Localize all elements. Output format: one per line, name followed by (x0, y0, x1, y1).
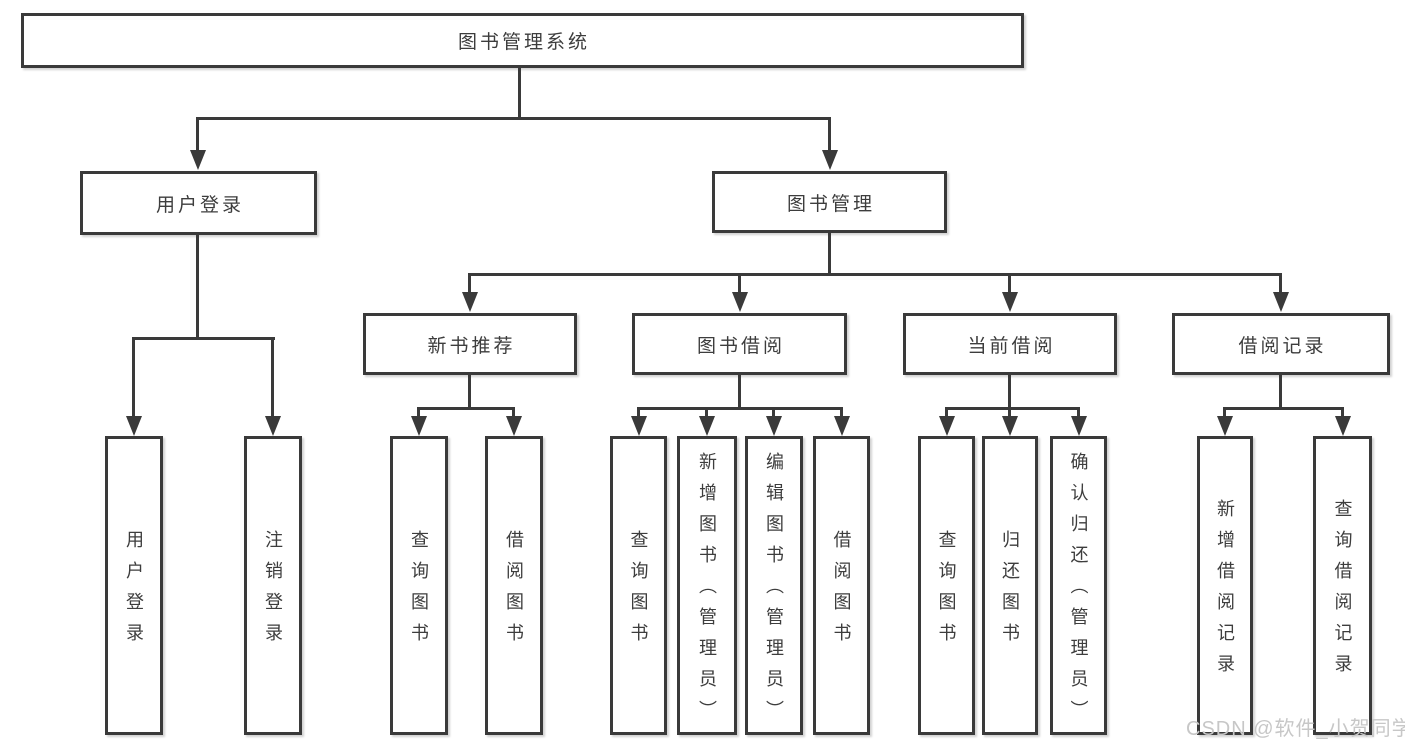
leaf-newbook-query-label: 查询图书 (409, 529, 429, 654)
leaf-borrow-book-label: 借阅图书 (831, 529, 852, 654)
node-book-management-label: 图书管理 (786, 193, 875, 215)
connector-record-stem (1279, 373, 1282, 410)
arrow-to-leaf-borrow-book (840, 407, 843, 416)
arrow-to-leaf-current-confirm (1077, 407, 1080, 416)
connector-bookborrow-crossbar (637, 407, 843, 410)
connector-mgmt-stem (828, 231, 831, 276)
leaf-record-query-label: 查询借阅记录 (1332, 498, 1353, 685)
leaf-record-query: 查询借阅记录 (1313, 436, 1372, 735)
leaf-user-login-label: 用户登录 (124, 529, 144, 654)
csdn-watermark: CSDN @软件_小贺同学 (1186, 718, 1405, 740)
leaf-current-query: 查询图书 (918, 436, 975, 735)
arrow-to-leaf-user-login (132, 337, 135, 416)
node-user-login: 用户登录 (80, 171, 317, 235)
connector-record-crossbar (1223, 407, 1344, 410)
leaf-record-add-label: 新增借阅记录 (1215, 498, 1235, 685)
arrow-to-current-borrow (1008, 273, 1011, 292)
leaf-current-return-label: 归还图书 (1000, 529, 1020, 654)
node-book-management: 图书管理 (712, 171, 947, 233)
leaf-borrow-query: 查询图书 (610, 436, 667, 735)
leaf-current-confirm-admin-label: 确认归还（管理员） (1068, 452, 1089, 731)
node-new-book-recommend-label: 新书推荐 (427, 335, 516, 357)
leaf-borrow-edit-admin-label: 编辑图书（管理员） (764, 452, 784, 731)
connector-root-stem (518, 66, 521, 120)
arrow-to-leaf-newbook-borrow (512, 407, 515, 416)
arrow-to-leaf-borrow-query (637, 407, 640, 416)
node-borrow-record: 借阅记录 (1172, 313, 1390, 375)
node-user-login-label: 用户登录 (155, 194, 244, 216)
leaf-borrow-edit-admin: 编辑图书（管理员） (745, 436, 803, 735)
node-book-borrow: 图书借阅 (632, 313, 847, 375)
leaf-record-add: 新增借阅记录 (1197, 436, 1253, 735)
connector-newbook-crossbar (417, 407, 515, 410)
arrow-to-leaf-borrow-add (705, 407, 708, 416)
leaf-newbook-borrow-label: 借阅图书 (504, 529, 524, 654)
node-borrow-record-label: 借阅记录 (1238, 335, 1327, 357)
arrow-to-new-book-recommend (468, 273, 471, 292)
arrow-to-leaf-borrow-edit (772, 407, 775, 416)
connector-login-crossbar (132, 337, 275, 340)
node-root-label: 图书管理系统 (457, 32, 590, 53)
arrow-to-borrow-record (1279, 273, 1282, 292)
leaf-logout: 注销登录 (244, 436, 302, 735)
leaf-newbook-borrow: 借阅图书 (485, 436, 543, 735)
leaf-logout-label: 注销登录 (263, 529, 283, 654)
connector-mgmt-crossbar (468, 273, 1282, 276)
node-root: 图书管理系统 (21, 13, 1024, 68)
connector-current-crossbar (945, 407, 1080, 410)
arrow-to-book-management (828, 117, 831, 150)
connector-login-stem (196, 233, 199, 340)
connector-bookborrow-stem (738, 373, 741, 410)
arrow-to-user-login (196, 117, 199, 150)
leaf-borrow-query-label: 查询图书 (628, 529, 649, 654)
arrow-to-leaf-current-query (945, 407, 948, 416)
connector-current-stem (1008, 373, 1011, 410)
leaf-current-confirm-admin: 确认归还（管理员） (1050, 436, 1107, 735)
node-book-borrow-label: 图书借阅 (696, 335, 785, 357)
arrow-to-leaf-newbook-query (417, 407, 420, 416)
leaf-borrow-add-admin: 新增图书（管理员） (677, 436, 737, 735)
leaf-current-query-label: 查询图书 (936, 529, 957, 654)
leaf-user-login: 用户登录 (105, 436, 163, 735)
arrow-to-leaf-record-add (1223, 407, 1226, 416)
leaf-borrow-book: 借阅图书 (813, 436, 870, 735)
arrow-to-leaf-logout (271, 337, 274, 416)
connector-newbook-stem (468, 373, 471, 410)
leaf-borrow-add-admin-label: 新增图书（管理员） (697, 452, 717, 731)
leaf-current-return: 归还图书 (982, 436, 1038, 735)
leaf-newbook-query: 查询图书 (390, 436, 448, 735)
node-new-book-recommend: 新书推荐 (363, 313, 577, 375)
node-current-borrow: 当前借阅 (903, 313, 1117, 375)
arrow-to-book-borrow (738, 273, 741, 292)
arrow-to-leaf-record-query (1341, 407, 1344, 416)
arrow-to-leaf-current-return (1008, 407, 1011, 416)
connector-root-crossbar (196, 117, 831, 120)
node-current-borrow-label: 当前借阅 (967, 335, 1056, 357)
